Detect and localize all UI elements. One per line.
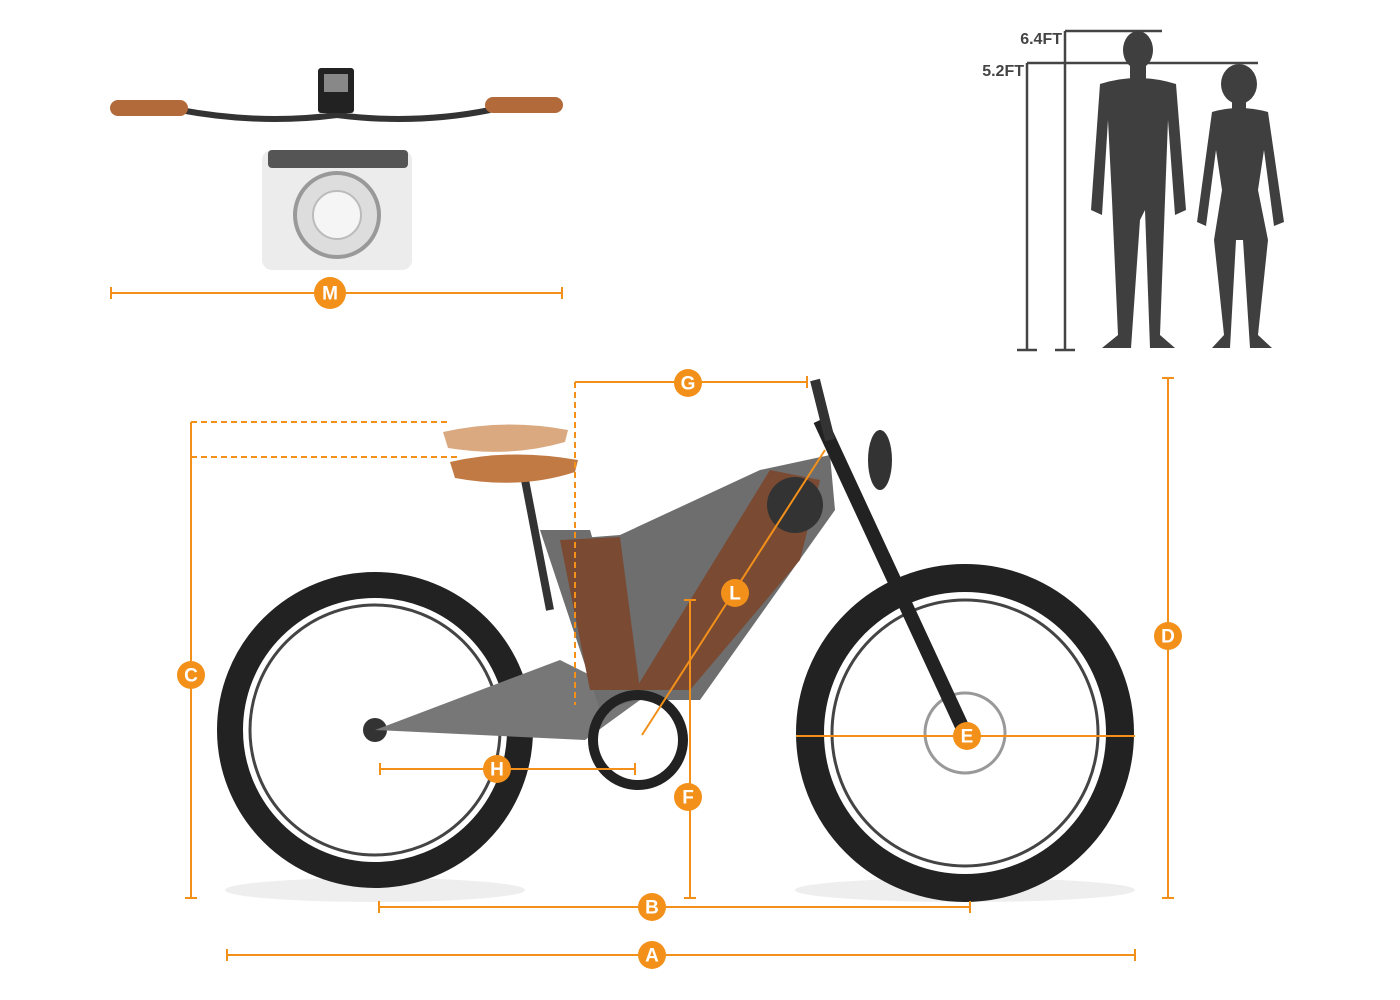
handlebar-front-view: [110, 68, 563, 270]
dimension-d: D: [1154, 377, 1182, 899]
label-a: A: [645, 946, 659, 967]
label-b: B: [645, 898, 659, 919]
label-g: G: [681, 374, 696, 395]
dimension-l: L: [641, 449, 826, 736]
dimension-e: E: [796, 722, 1135, 750]
dimension-f: F: [674, 599, 702, 899]
dimension-b: B: [378, 893, 971, 921]
dimension-g: G: [574, 369, 808, 705]
label-d: D: [1161, 627, 1175, 648]
height-label-short: 5.2FT: [982, 63, 1024, 80]
label-h: H: [490, 760, 504, 781]
height-label-tall: 6.4FT: [1020, 31, 1062, 48]
ebike-side-view: [217, 378, 1135, 902]
male-silhouette-icon: [1091, 31, 1186, 348]
label-l: L: [729, 584, 741, 605]
label-c: C: [184, 666, 198, 687]
dimension-c: C: [177, 421, 460, 899]
label-e: E: [961, 727, 974, 748]
dimension-h: H: [379, 755, 636, 783]
label-m: M: [322, 284, 338, 305]
female-silhouette-icon: [1197, 64, 1284, 348]
height-comparison: 6.4FT 5.2FT: [982, 29, 1284, 352]
label-f: F: [682, 788, 694, 809]
dimension-a: A: [226, 941, 1136, 969]
dimension-m: M: [110, 277, 563, 309]
